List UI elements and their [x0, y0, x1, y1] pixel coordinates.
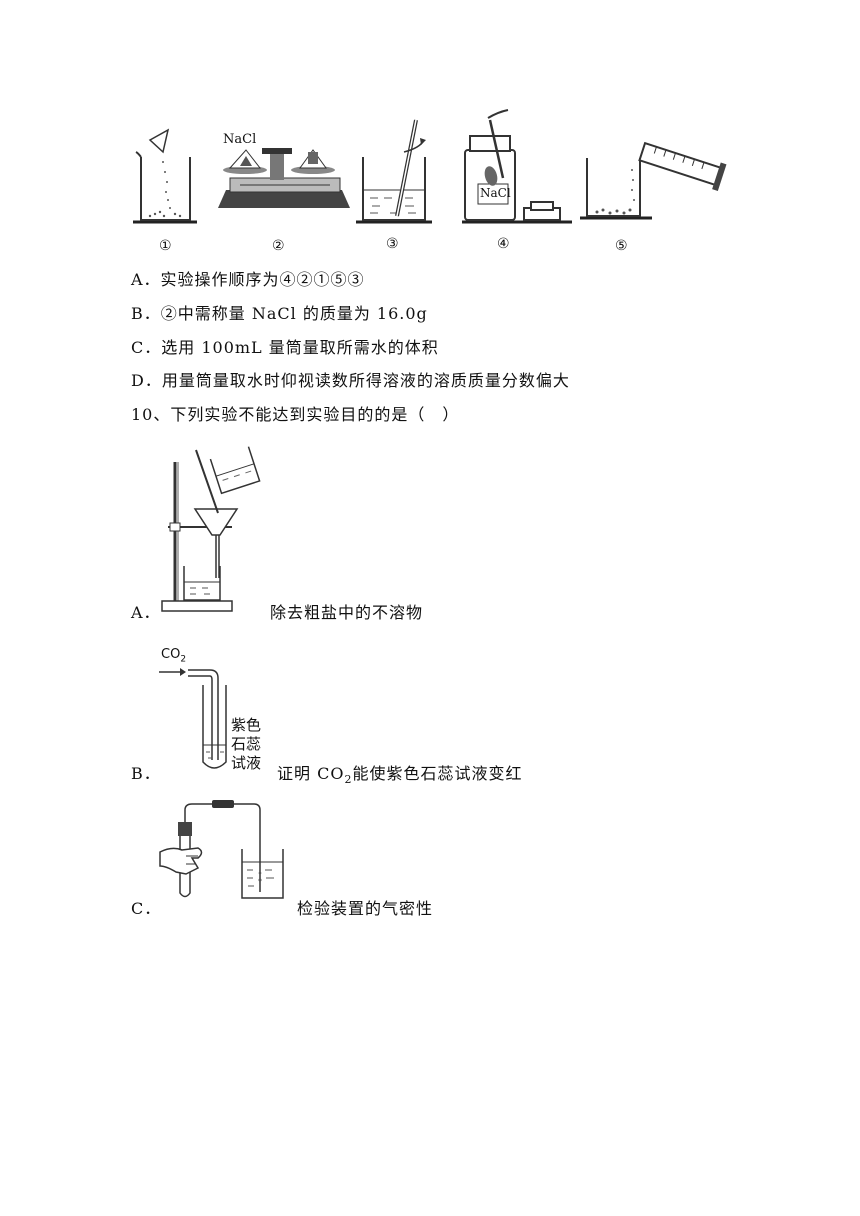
balance-nacl-label: NaCl: [223, 132, 257, 147]
option-q10-b-text: 证明 CO2能使紫色石蕊试液变红: [277, 764, 522, 790]
co2-inlet-label-main: CO: [161, 647, 181, 662]
option-q10-b-letter: B．: [131, 764, 161, 783]
litmus-label-line-3: 试液: [231, 754, 262, 772]
beaker-stirring-illustration: [356, 119, 432, 224]
option-q9-b: B．②中需称量 NaCl 的质量为 16.0g: [131, 304, 428, 323]
option-q10-a-text: 除去粗盐中的不溶物: [270, 603, 424, 622]
option-q10-a-letter: A．: [131, 603, 161, 622]
step-label-4: ④: [497, 236, 510, 252]
option-q10-c-text: 检验装置的气密性: [297, 899, 434, 918]
option-q10-c-letter: C．: [131, 899, 162, 918]
option-q10-b-text-pre: 证明 CO: [277, 764, 345, 783]
option-q9-d: D．用量筒量取水时仰视读数所得溶液的溶质质量分数偏大: [131, 371, 570, 390]
step-label-2: ②: [272, 238, 285, 254]
beaker-pouring-solid-illustration: [133, 128, 197, 224]
step-label-5: ⑤: [615, 238, 628, 254]
option-q10-b-text-post: 能使紫色石蕊试液变红: [352, 764, 523, 783]
litmus-label-line-1: 紫色: [231, 716, 262, 734]
question-10: 10、下列实验不能达到实验目的的是（ ）: [131, 405, 460, 424]
option-q10-b-text-sub: 2: [344, 773, 353, 787]
jar-nacl-label: NaCl: [480, 186, 511, 200]
pouring-cylinder-illustration: [580, 141, 727, 220]
option-q9-a: A．实验操作顺序为④②①⑤③: [131, 270, 365, 289]
option-q9-c: C．选用 100mL 量筒量取所需水的体积: [131, 338, 439, 357]
step-label-1: ①: [159, 238, 172, 254]
reagent-jar-illustration: [462, 109, 572, 224]
balance-illustration: [218, 148, 350, 208]
co2-inlet-label: CO2: [161, 647, 186, 665]
step-label-3: ③: [386, 236, 399, 252]
co2-inlet-label-sub: 2: [180, 654, 187, 665]
litmus-tube-label: 紫色 石蕊 试液: [231, 716, 261, 773]
litmus-label-line-2: 石蕊: [231, 735, 262, 753]
